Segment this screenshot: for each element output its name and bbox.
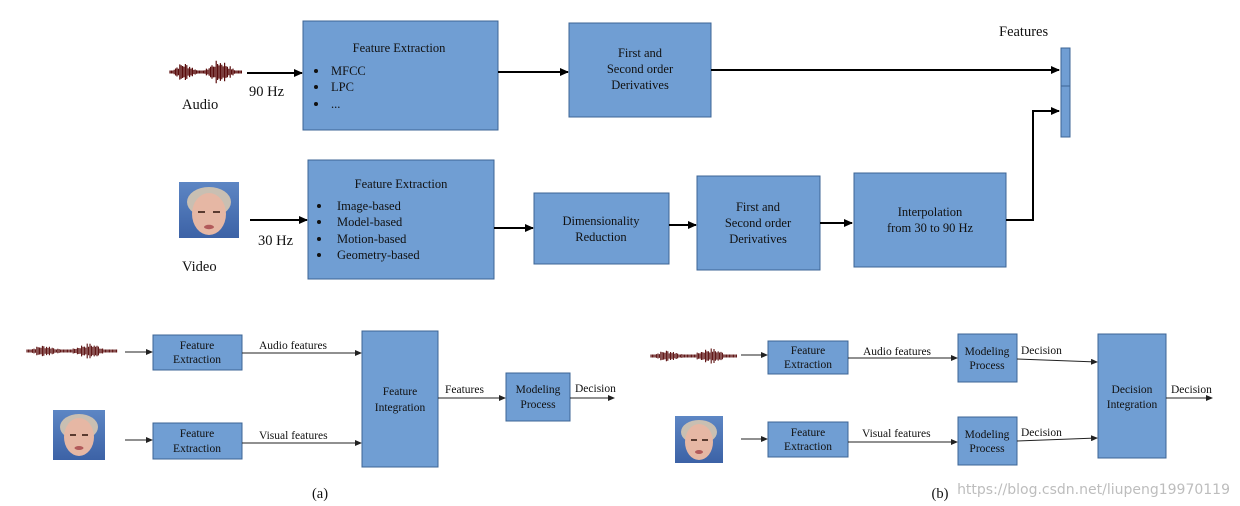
video-rate-label: 30 Hz [258, 233, 294, 249]
a-fe-audio-line: Feature [180, 340, 214, 352]
audio-rate-label: 90 Hz [249, 84, 285, 100]
arrow-b-decision-audio [1016, 358, 1098, 365]
video-face-image [53, 410, 105, 460]
audio-fe-item: LPC [331, 80, 354, 94]
b-fe-video-line: Extraction [784, 441, 832, 453]
features-vector [1060, 47, 1071, 138]
interpolation-box: Interpolation from 30 to 90 Hz [853, 172, 1007, 268]
b-modeling-video-line: Process [969, 443, 1005, 455]
a-fe-video-line: Feature [180, 428, 214, 440]
b-modeling-video-line: Modeling [965, 429, 1010, 441]
b-visual-features-label: Visual features [862, 428, 931, 440]
audio-waveform-icon [169, 60, 242, 84]
a-decision-label: Decision [575, 383, 616, 395]
a-fe-video-line: Extraction [173, 443, 221, 455]
dimensionality-reduction-box: Dimensionality Reduction [533, 192, 670, 265]
audio-deriv-line: Second order [607, 62, 674, 76]
a-features-label: Features [445, 384, 484, 396]
a-modeling-line: Modeling [516, 384, 561, 396]
interp-line: from 30 to 90 Hz [887, 221, 974, 235]
video-face-image [675, 416, 723, 463]
b-decision-integration-box: Decision Integration [1097, 333, 1167, 459]
a-integration-line: Integration [375, 402, 426, 414]
b-decision-video-label: Decision [1021, 427, 1062, 439]
video-deriv-line: First and [736, 200, 781, 214]
audio-deriv-line: Derivatives [611, 78, 669, 92]
caption-a: (a) [312, 486, 328, 502]
audio-deriv-line: First and [618, 46, 663, 60]
b-integration-line: Integration [1107, 399, 1158, 411]
a-feature-integration-box: Feature Integration [361, 330, 439, 468]
audio-fe-item: ... [331, 97, 340, 111]
video-fe-title: Feature Extraction [355, 177, 448, 191]
a-feature-extraction-video-box: Feature Extraction [152, 422, 243, 460]
audio-waveform-icon [650, 348, 737, 364]
b-modeling-audio-line: Process [969, 360, 1005, 372]
video-fe-item: Model-based [337, 215, 403, 229]
audio-label: Audio [182, 97, 218, 113]
b-integration-line: Decision [1112, 384, 1153, 396]
video-derivatives-box: First and Second order Derivatives [696, 175, 821, 271]
b-decision-out-label: Decision [1171, 384, 1212, 396]
audio-waveform-icon [26, 343, 118, 359]
a-integration-line: Feature [383, 386, 417, 398]
arrow-b-decision-video [1016, 435, 1098, 442]
b-modeling-process-video-box: Modeling Process [957, 416, 1018, 466]
b-fe-audio-line: Extraction [784, 359, 832, 371]
interp-line: Interpolation [898, 205, 963, 219]
video-fe-item: Image-based [337, 199, 402, 213]
video-label: Video [182, 259, 217, 275]
video-feature-extraction-box: Feature Extraction Image-based Model-bas… [307, 159, 495, 280]
video-deriv-line: Second order [725, 216, 792, 230]
a-modeling-process-box: Modeling Process [505, 372, 571, 422]
video-fe-item: Geometry-based [337, 248, 420, 262]
a-visual-features-label: Visual features [259, 430, 328, 442]
b-fe-video-line: Feature [791, 427, 825, 439]
b-modeling-process-audio-box: Modeling Process [957, 333, 1018, 383]
features-label: Features [999, 24, 1048, 40]
dim-red-line: Reduction [575, 230, 627, 244]
caption-b: (b) [932, 486, 949, 502]
a-audio-features-label: Audio features [259, 340, 328, 352]
b-audio-features-label: Audio features [863, 346, 932, 358]
b-feature-extraction-audio-box: Feature Extraction [767, 340, 849, 375]
audio-fe-item: MFCC [331, 64, 366, 78]
audio-derivatives-box: First and Second order Derivatives [568, 22, 712, 118]
dim-red-line: Dimensionality [562, 214, 640, 228]
video-face-image [179, 182, 239, 238]
video-deriv-line: Derivatives [729, 232, 787, 246]
watermark-text: https://blog.csdn.net/liupeng19970119 [957, 482, 1230, 498]
audio-feature-extraction-box: Feature Extraction MFCC LPC ... [302, 20, 499, 131]
audio-fe-title: Feature Extraction [353, 41, 446, 55]
b-decision-audio-label: Decision [1021, 345, 1062, 357]
a-fe-audio-line: Extraction [173, 354, 221, 366]
video-fe-item: Motion-based [337, 232, 407, 246]
b-fe-audio-line: Feature [791, 345, 825, 357]
arrow-video-to-features [1006, 107, 1060, 221]
a-feature-extraction-audio-box: Feature Extraction [152, 334, 243, 371]
b-modeling-audio-line: Modeling [965, 346, 1010, 358]
b-feature-extraction-video-box: Feature Extraction [767, 421, 849, 458]
a-modeling-line: Process [520, 399, 556, 411]
